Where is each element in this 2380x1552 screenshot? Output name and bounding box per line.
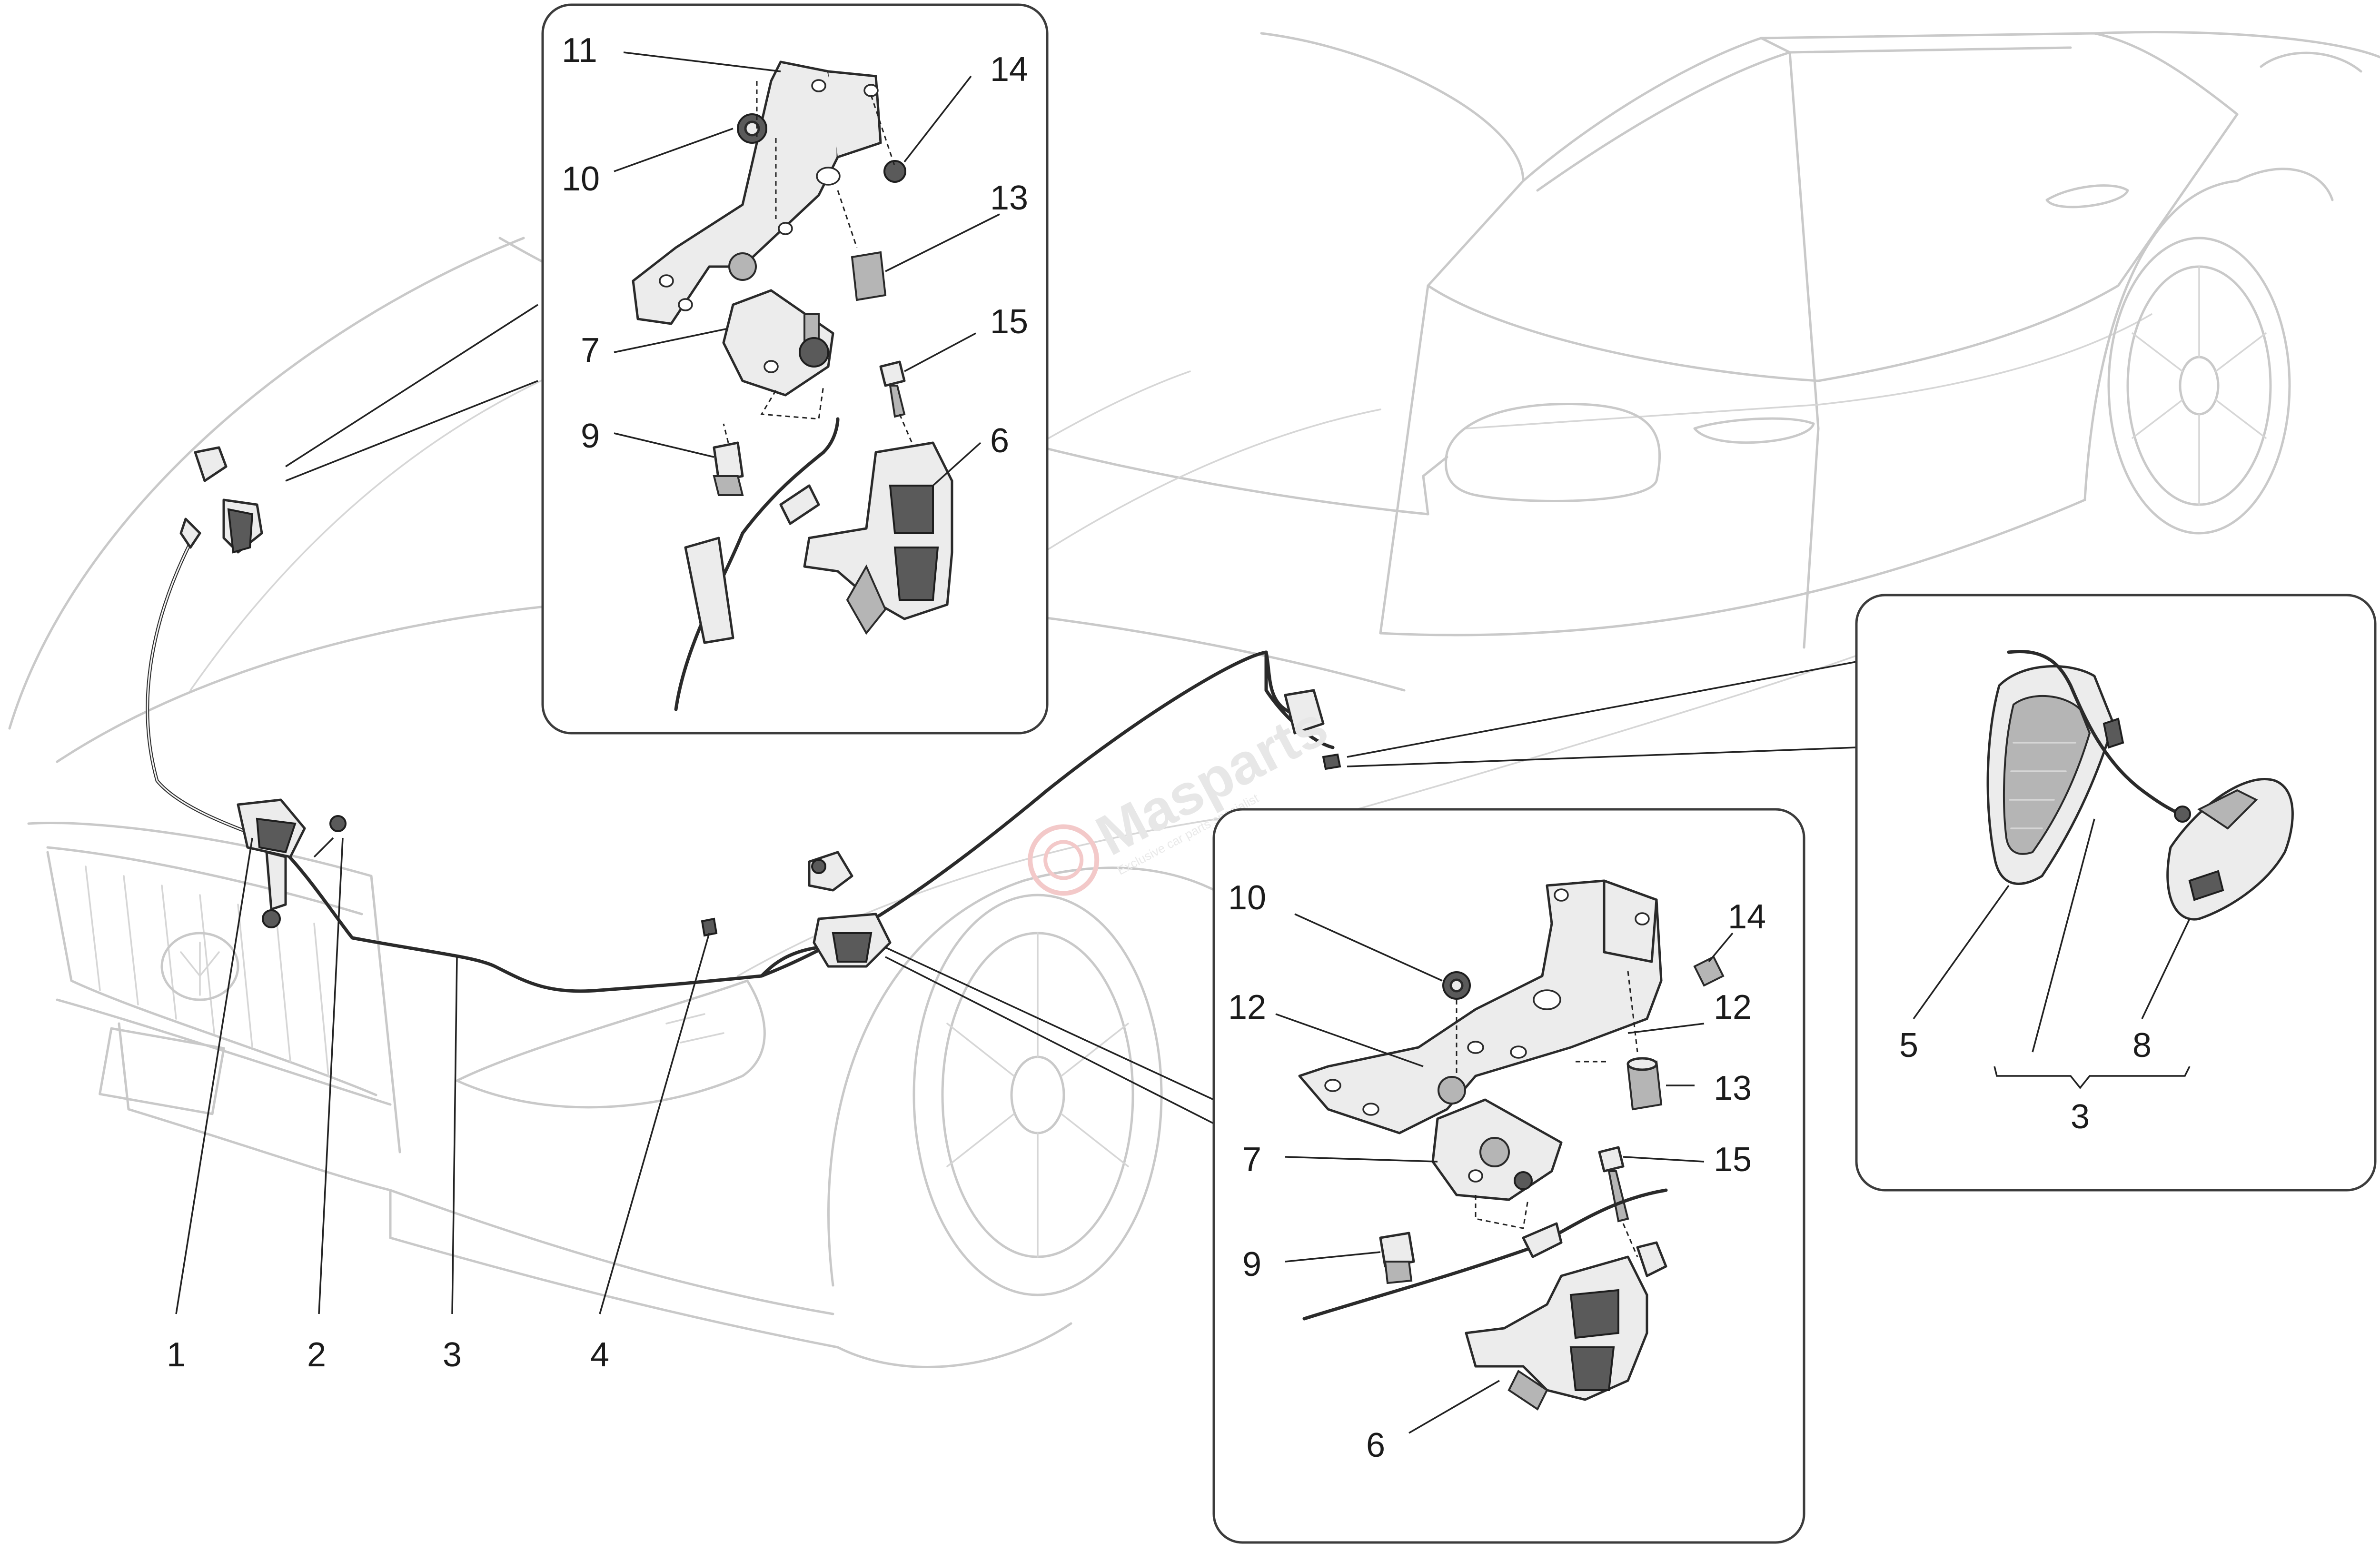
- callout-5-right: 5: [1899, 1026, 1918, 1065]
- callout-13-top: 13: [990, 179, 1028, 217]
- clip-4: [701, 917, 718, 937]
- callout-9-top: 9: [581, 417, 600, 455]
- left-lock-bracket: [194, 446, 228, 482]
- callout-11-top: 11: [562, 31, 597, 70]
- callout-7-bottom: 7: [1242, 1141, 1261, 1179]
- callout-10-bottom: 10: [1228, 879, 1266, 917]
- detail-panel-top: 11 14 10 13 7 15 9 6: [541, 3, 1049, 735]
- callout-6-bottom: 6: [1366, 1426, 1385, 1464]
- callout-12-bottom-right: 12: [1714, 988, 1752, 1026]
- callout-7-top: 7: [581, 331, 600, 369]
- callout-15-top: 15: [990, 303, 1028, 341]
- interior-release-lever: [1284, 689, 1325, 735]
- callout-14-top: 14: [990, 50, 1028, 89]
- callout-13-bottom: 13: [1714, 1069, 1752, 1107]
- callout-3-right: 3: [2071, 1098, 2090, 1136]
- main-leaders: [175, 304, 1857, 1314]
- detail-panel-bottom: 10 14 12 12 13 7 15 9 6: [1212, 808, 1805, 1544]
- watermark-logo: [1028, 824, 1100, 896]
- callout-10-top: 10: [562, 160, 600, 198]
- callout-3: 3: [443, 1336, 462, 1374]
- callout-6-top: 6: [990, 422, 1009, 460]
- callout-8-right: 8: [2132, 1026, 2152, 1065]
- callout-15-bottom: 15: [1714, 1141, 1752, 1179]
- callout-9-bottom: 9: [1242, 1245, 1261, 1283]
- callout-14-bottom: 14: [1728, 898, 1766, 936]
- fastener-2: [329, 815, 347, 832]
- main-callouts: 1 2 3 4: [167, 1336, 609, 1374]
- callout-1: 1: [167, 1336, 186, 1374]
- callout-12-bottom-left: 12: [1228, 988, 1266, 1026]
- callout-4: 4: [590, 1336, 609, 1374]
- main-assembly: [146, 446, 1341, 993]
- detail-panel-right: 5 8 3: [1855, 594, 2377, 1192]
- callout-2: 2: [307, 1336, 326, 1374]
